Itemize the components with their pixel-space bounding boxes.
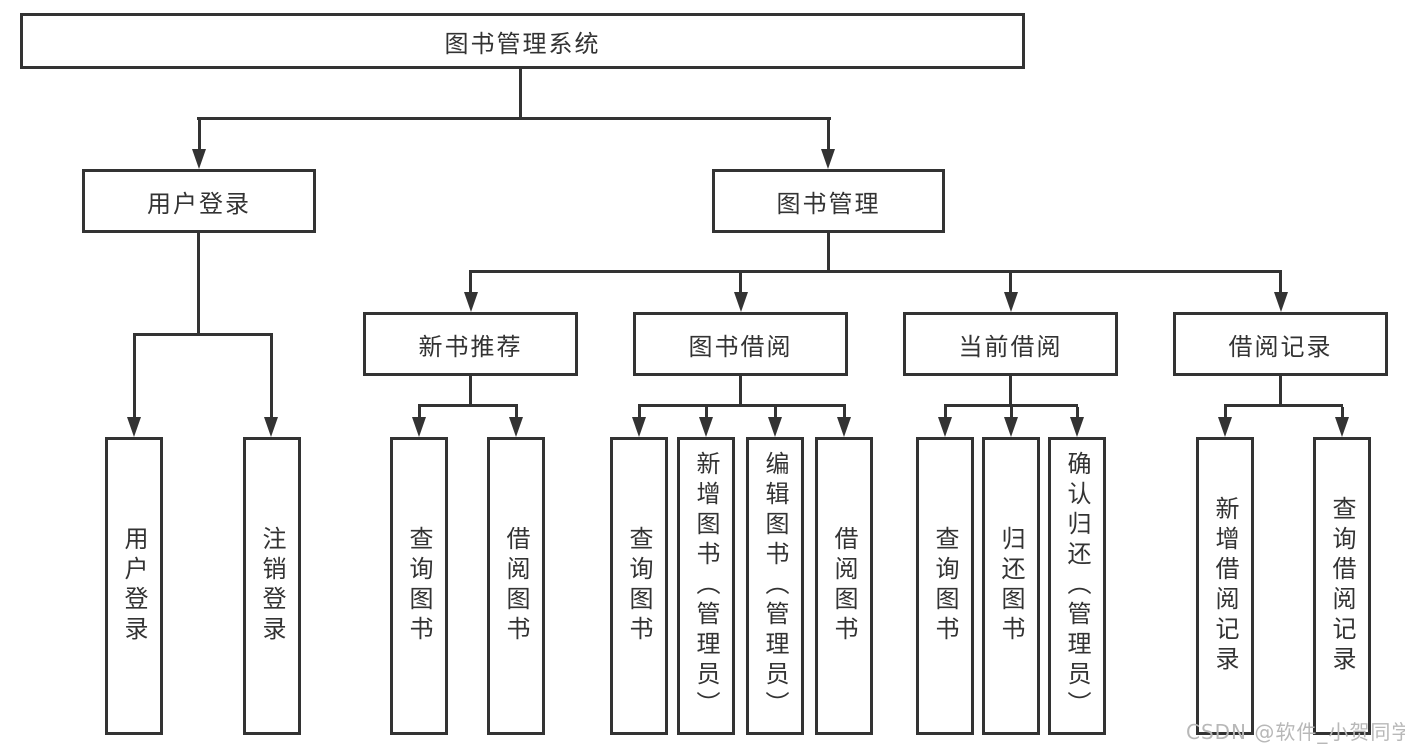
connector-arrow-g5-query — [1341, 407, 1344, 418]
connector-group5-rail — [1224, 404, 1343, 407]
node-new-book-recommendation: 新书推荐 — [363, 312, 578, 376]
connector-arrow-g3-query — [638, 407, 641, 418]
connector-arrow-g3-add — [705, 407, 708, 418]
connector-group5-trunk — [1279, 376, 1282, 407]
connector-level3-rail — [469, 270, 1282, 273]
arrowhead-book-management — [821, 149, 835, 169]
arrowhead-g5-query — [1335, 417, 1349, 437]
connector-user-login-trunk — [197, 233, 200, 335]
arrowhead-g3-add — [699, 417, 713, 437]
connector-arrow-current-borrow — [1009, 273, 1012, 293]
arrowhead-leaf-logout — [264, 417, 278, 437]
node-current-borrowing: 当前借阅 — [903, 312, 1118, 376]
leaf-query-borrow-record: 查询借阅记录 — [1313, 437, 1371, 735]
connector-arrow-g2-query — [418, 407, 421, 418]
connector-arrow-g2-borrow — [515, 407, 518, 418]
leaf-user-login: 用户登录 — [105, 437, 163, 735]
connector-arrow-g3-borrow — [843, 407, 846, 418]
arrowhead-g4-query — [938, 417, 952, 437]
leaf-recommend-borrow-books: 借阅图书 — [487, 437, 545, 735]
leaf-edit-books-admin: 编辑图书（管理员） — [746, 437, 804, 735]
leaf-add-books-admin: 新增图书（管理员） — [677, 437, 735, 735]
connector-arrow-leaf-logout — [270, 336, 273, 418]
connector-arrow-g4-confirm — [1076, 407, 1079, 418]
connector-group3-trunk — [739, 376, 742, 407]
connector-arrow-g5-add — [1224, 407, 1227, 418]
leaf-return-books: 归还图书 — [982, 437, 1040, 735]
leaf-borrowing-borrow-books: 借阅图书 — [815, 437, 873, 735]
arrowhead-book-borrow — [734, 292, 748, 312]
arrowhead-user-login — [192, 149, 206, 169]
node-book-borrowing: 图书借阅 — [633, 312, 848, 376]
connector-group2-trunk — [469, 376, 472, 407]
leaf-add-borrow-record: 新增借阅记录 — [1196, 437, 1254, 735]
arrowhead-g5-add — [1218, 417, 1232, 437]
arrowhead-g2-query — [412, 417, 426, 437]
arrowhead-g2-borrow — [509, 417, 523, 437]
node-borrowing-records: 借阅记录 — [1173, 312, 1388, 376]
node-user-login: 用户登录 — [82, 169, 316, 233]
arrowhead-g3-borrow — [837, 417, 851, 437]
connector-group3-rail — [638, 404, 846, 407]
connector-level2-rail — [197, 117, 831, 120]
node-library-management-system: 图书管理系统 — [20, 13, 1025, 69]
csdn-watermark: CSDN @软件_小贺同学 — [1186, 720, 1405, 744]
connector-arrow-g4-return — [1010, 407, 1013, 418]
node-book-management: 图书管理 — [712, 169, 945, 233]
connector-arrow-user-login — [198, 120, 201, 151]
connector-book-management-trunk — [827, 233, 830, 273]
arrowhead-g4-return — [1004, 417, 1018, 437]
leaf-confirm-return-admin: 确认归还（管理员） — [1048, 437, 1106, 735]
connector-arrow-book-management — [827, 120, 830, 151]
arrowhead-g3-query — [632, 417, 646, 437]
connector-arrow-new-book — [469, 273, 472, 293]
connector-arrow-g4-query — [944, 407, 947, 418]
connector-arrow-book-borrow — [739, 273, 742, 293]
connector-group4-trunk — [1009, 376, 1012, 407]
connector-root-trunk — [519, 66, 522, 120]
connector-group4-rail — [944, 404, 1078, 407]
arrowhead-new-book — [464, 292, 478, 312]
connector-arrow-g3-edit — [774, 407, 777, 418]
leaf-recommend-query-books: 查询图书 — [390, 437, 448, 735]
arrowhead-g3-edit — [768, 417, 782, 437]
arrowhead-leaf-user-login — [127, 417, 141, 437]
leaf-logout: 注销登录 — [243, 437, 301, 735]
connector-arrow-leaf-user-login — [133, 336, 136, 418]
connector-user-login-rail — [133, 333, 273, 336]
leaf-borrowing-query-books: 查询图书 — [610, 437, 668, 735]
leaf-current-query-books: 查询图书 — [916, 437, 974, 735]
connector-arrow-borrow-record — [1279, 273, 1282, 293]
arrowhead-g4-confirm — [1070, 417, 1084, 437]
arrowhead-borrow-record — [1274, 292, 1288, 312]
arrowhead-current-borrow — [1004, 292, 1018, 312]
connector-group2-rail — [418, 404, 518, 407]
